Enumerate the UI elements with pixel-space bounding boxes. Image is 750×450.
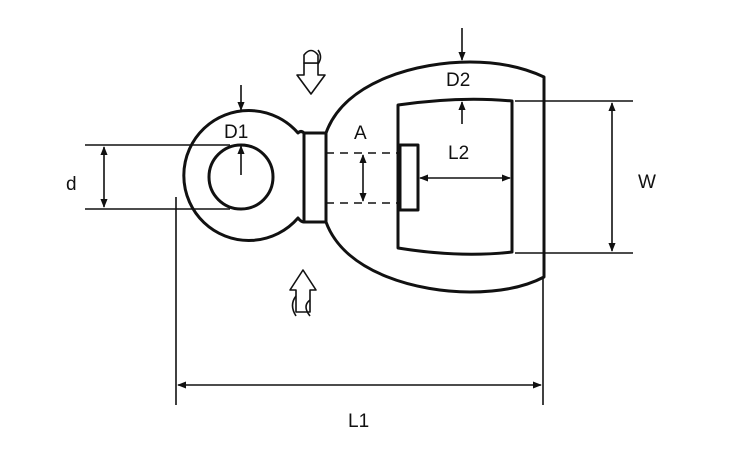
- jaw-body: [324, 60, 546, 294]
- dimension-l1: L1: [175, 197, 544, 432]
- label-l2: L2: [448, 143, 469, 164]
- swivel-collar: [302, 131, 328, 224]
- dimension-w: W: [515, 100, 656, 254]
- hidden-pin-lines: [326, 152, 400, 204]
- dimension-d: d: [66, 144, 230, 210]
- label-d1: D1: [224, 122, 248, 143]
- rotation-arrow-down-icon: [296, 49, 326, 95]
- label-l1: L1: [348, 411, 369, 432]
- dimension-d1: D1: [224, 85, 248, 175]
- dimension-a: A: [354, 123, 367, 202]
- label-w: W: [638, 172, 656, 193]
- rotation-arrow-up-icon: [289, 269, 317, 317]
- dimension-d2: D2: [446, 28, 470, 124]
- label-d: d: [66, 174, 77, 195]
- label-d2: D2: [446, 70, 470, 91]
- label-a: A: [354, 123, 367, 144]
- dimension-l2: L2: [419, 143, 511, 182]
